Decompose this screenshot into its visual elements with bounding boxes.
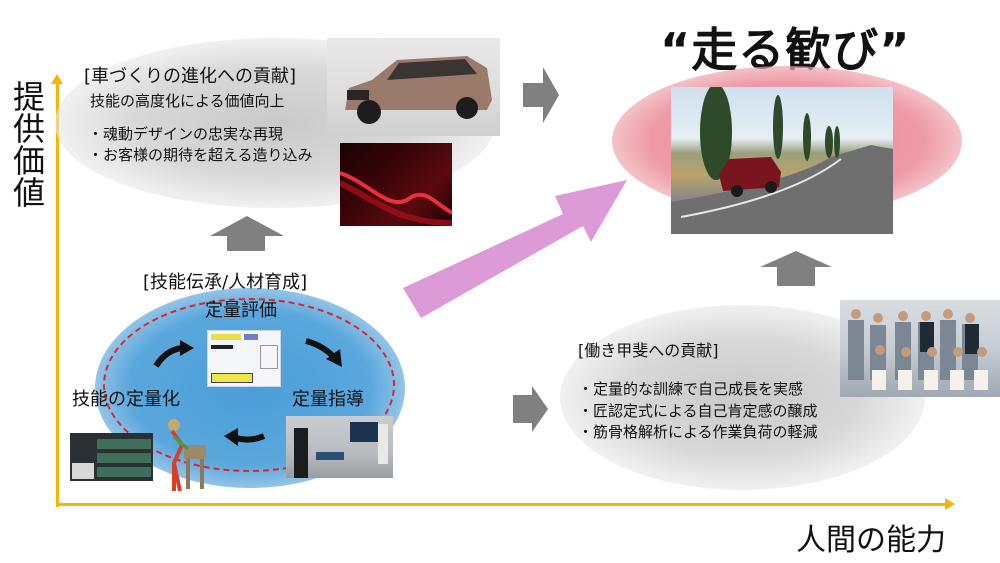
skill-transfer-heading: [技能伝承/人材育成] xyxy=(143,272,308,293)
cycle-top-label: 定量評価 xyxy=(205,300,277,321)
cycle-right-label: 定量指導 xyxy=(292,389,364,410)
right-arrow-bottom-icon xyxy=(532,386,548,432)
y-axis xyxy=(56,82,59,507)
musculoskeletal-model xyxy=(168,419,206,492)
car-photo-studio xyxy=(327,38,500,136)
cycle-arrow-left-up-icon xyxy=(153,340,194,368)
up-arrow-left-icon xyxy=(210,216,284,236)
y-axis-arrowhead-icon xyxy=(51,74,63,84)
coaching-scene-photo xyxy=(286,416,393,478)
right-arrow-top-stem xyxy=(523,83,543,107)
up-arrow-right-stem xyxy=(777,266,815,286)
x-axis-arrowhead-icon xyxy=(945,498,955,510)
right-arrow-top-icon xyxy=(543,67,559,123)
motivation-bullet-3: ・筋骨格解析による作業負荷の軽減 xyxy=(578,423,818,441)
right-arrow-bottom-stem xyxy=(513,395,533,423)
paint-closeup-photo xyxy=(340,143,452,226)
motivation-heading: [働き甲斐への貢献] xyxy=(578,341,719,360)
x-axis xyxy=(58,503,948,506)
y-axis-label: 提供価値 xyxy=(8,80,46,208)
car-making-bullet-1: ・魂動デザインの忠実な再現 xyxy=(88,125,284,143)
motivation-bullet-2: ・匠認定式による自己肯定感の醸成 xyxy=(578,402,818,420)
cycle-arrow-right-down-icon xyxy=(305,338,342,367)
motivation-bullet-1: ・定量的な訓練で自己成長を実感 xyxy=(578,380,804,398)
certificate-group-photo xyxy=(840,300,1000,397)
car-making-bullet-2: ・お客様の期待を超える造り込み xyxy=(88,146,313,164)
car-on-road-photo xyxy=(671,87,893,234)
car-making-subheading: 技能の高度化による価値向上 xyxy=(90,92,285,110)
pink-diagonal-arrow-icon xyxy=(403,180,627,318)
up-arrow-right-icon xyxy=(760,251,832,267)
car-making-heading: [車づくりの進化への貢献] xyxy=(84,66,297,87)
cycle-arrow-bottom-left-icon xyxy=(224,428,266,446)
x-axis-label: 人間の能力 xyxy=(796,523,946,558)
skill-cycle-dashed-outline xyxy=(103,298,395,472)
up-arrow-left-stem xyxy=(227,235,265,251)
waveform-screens-thumbnail xyxy=(70,433,153,481)
evaluation-sheet-thumbnail xyxy=(207,330,281,387)
cycle-left-label: 技能の定量化 xyxy=(72,389,180,410)
